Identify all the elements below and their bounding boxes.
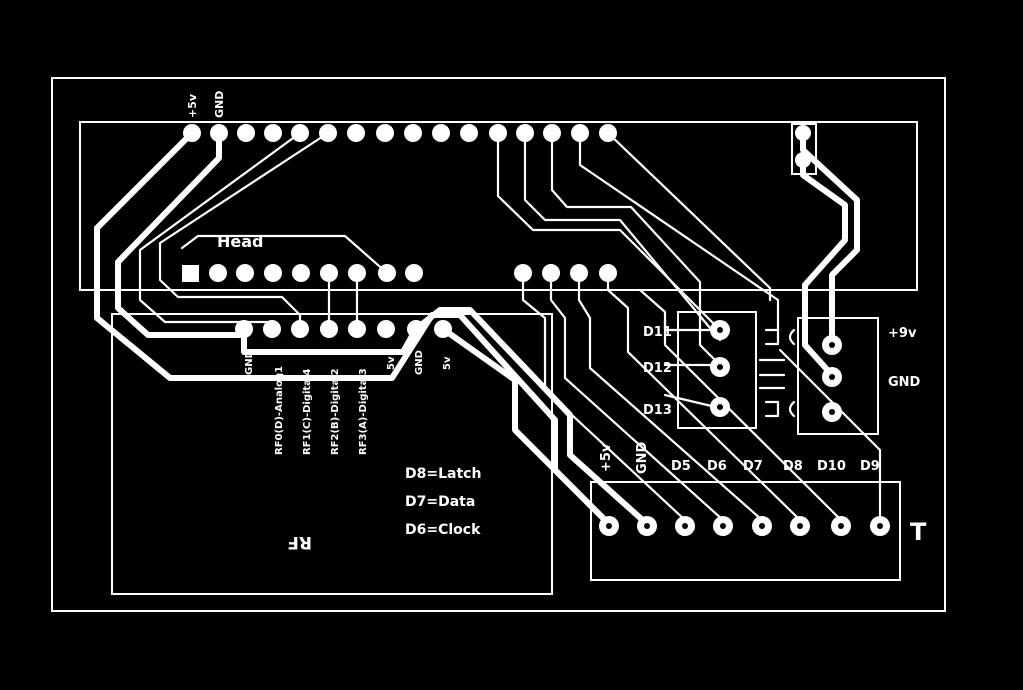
t-header-pads bbox=[599, 516, 890, 536]
rf-pin-label-5: 5v bbox=[386, 356, 397, 370]
t-pin-label-d8: D8 bbox=[783, 459, 803, 474]
transistor-label-d13: D13 bbox=[643, 403, 672, 418]
header-label-gnd: GND bbox=[213, 91, 226, 118]
rf-row-pads bbox=[235, 320, 452, 338]
thin-traces bbox=[138, 131, 882, 526]
rf-pin-label-2: RF1(C)-Digital4 bbox=[302, 369, 313, 455]
transistor-marks bbox=[758, 328, 796, 418]
t-pin-label-d5: D5 bbox=[671, 459, 691, 474]
board-outline bbox=[51, 77, 946, 612]
head-row-pads bbox=[182, 264, 617, 282]
t-pin-label-gnd: GND bbox=[635, 441, 650, 474]
rf-pin-label-6: GND bbox=[414, 350, 425, 375]
t-pin-label-d9: D9 bbox=[860, 459, 880, 474]
trace-rf-gnd bbox=[413, 307, 650, 527]
trace-gnd-main bbox=[115, 130, 247, 338]
t-header-outline bbox=[590, 481, 901, 581]
rf-pin-label-7: 5v bbox=[442, 356, 453, 370]
transistor-label-d11: D11 bbox=[643, 325, 672, 340]
header-label-5v: +5v bbox=[186, 93, 199, 118]
head-label: Head bbox=[217, 232, 264, 251]
trace-rf-bus bbox=[241, 326, 419, 355]
power-label-9v: +9v bbox=[888, 326, 917, 341]
t-pin-label-d7: D7 bbox=[743, 459, 763, 474]
transistor-label-d12: D12 bbox=[643, 361, 672, 376]
rf-pin-label-3: RF2(B)-Digital2 bbox=[330, 368, 341, 455]
rf-pin-label-0: GND bbox=[244, 350, 255, 375]
legend-line-1: D8=Latch bbox=[405, 466, 481, 482]
power-connector-outline bbox=[797, 317, 879, 435]
t-pin-label-5v: +5v bbox=[599, 443, 614, 472]
t-label: T bbox=[910, 518, 927, 546]
power-pads bbox=[822, 335, 842, 422]
trace-9v-gnd bbox=[800, 157, 848, 378]
t-pin-label-d10: D10 bbox=[817, 459, 846, 474]
legend-line-2: D7=Data bbox=[405, 494, 475, 510]
transistor-pads bbox=[710, 320, 730, 417]
trace-5v-main bbox=[94, 130, 612, 527]
power-label-gnd: GND bbox=[888, 375, 921, 390]
rf-label: RF bbox=[287, 532, 312, 552]
rf-pin-label-1: RF0(D)-Analog1 bbox=[274, 366, 285, 455]
header-top-row-pads bbox=[183, 124, 811, 168]
legend-line-3: D6=Clock bbox=[405, 522, 481, 538]
t-pin-label-d6: D6 bbox=[707, 459, 727, 474]
arduino-header-outline bbox=[79, 121, 918, 291]
trace-9v bbox=[800, 130, 860, 348]
transistor-outline bbox=[677, 311, 757, 429]
rf-pin-label-4: RF3(A)-Digital3 bbox=[358, 368, 369, 455]
